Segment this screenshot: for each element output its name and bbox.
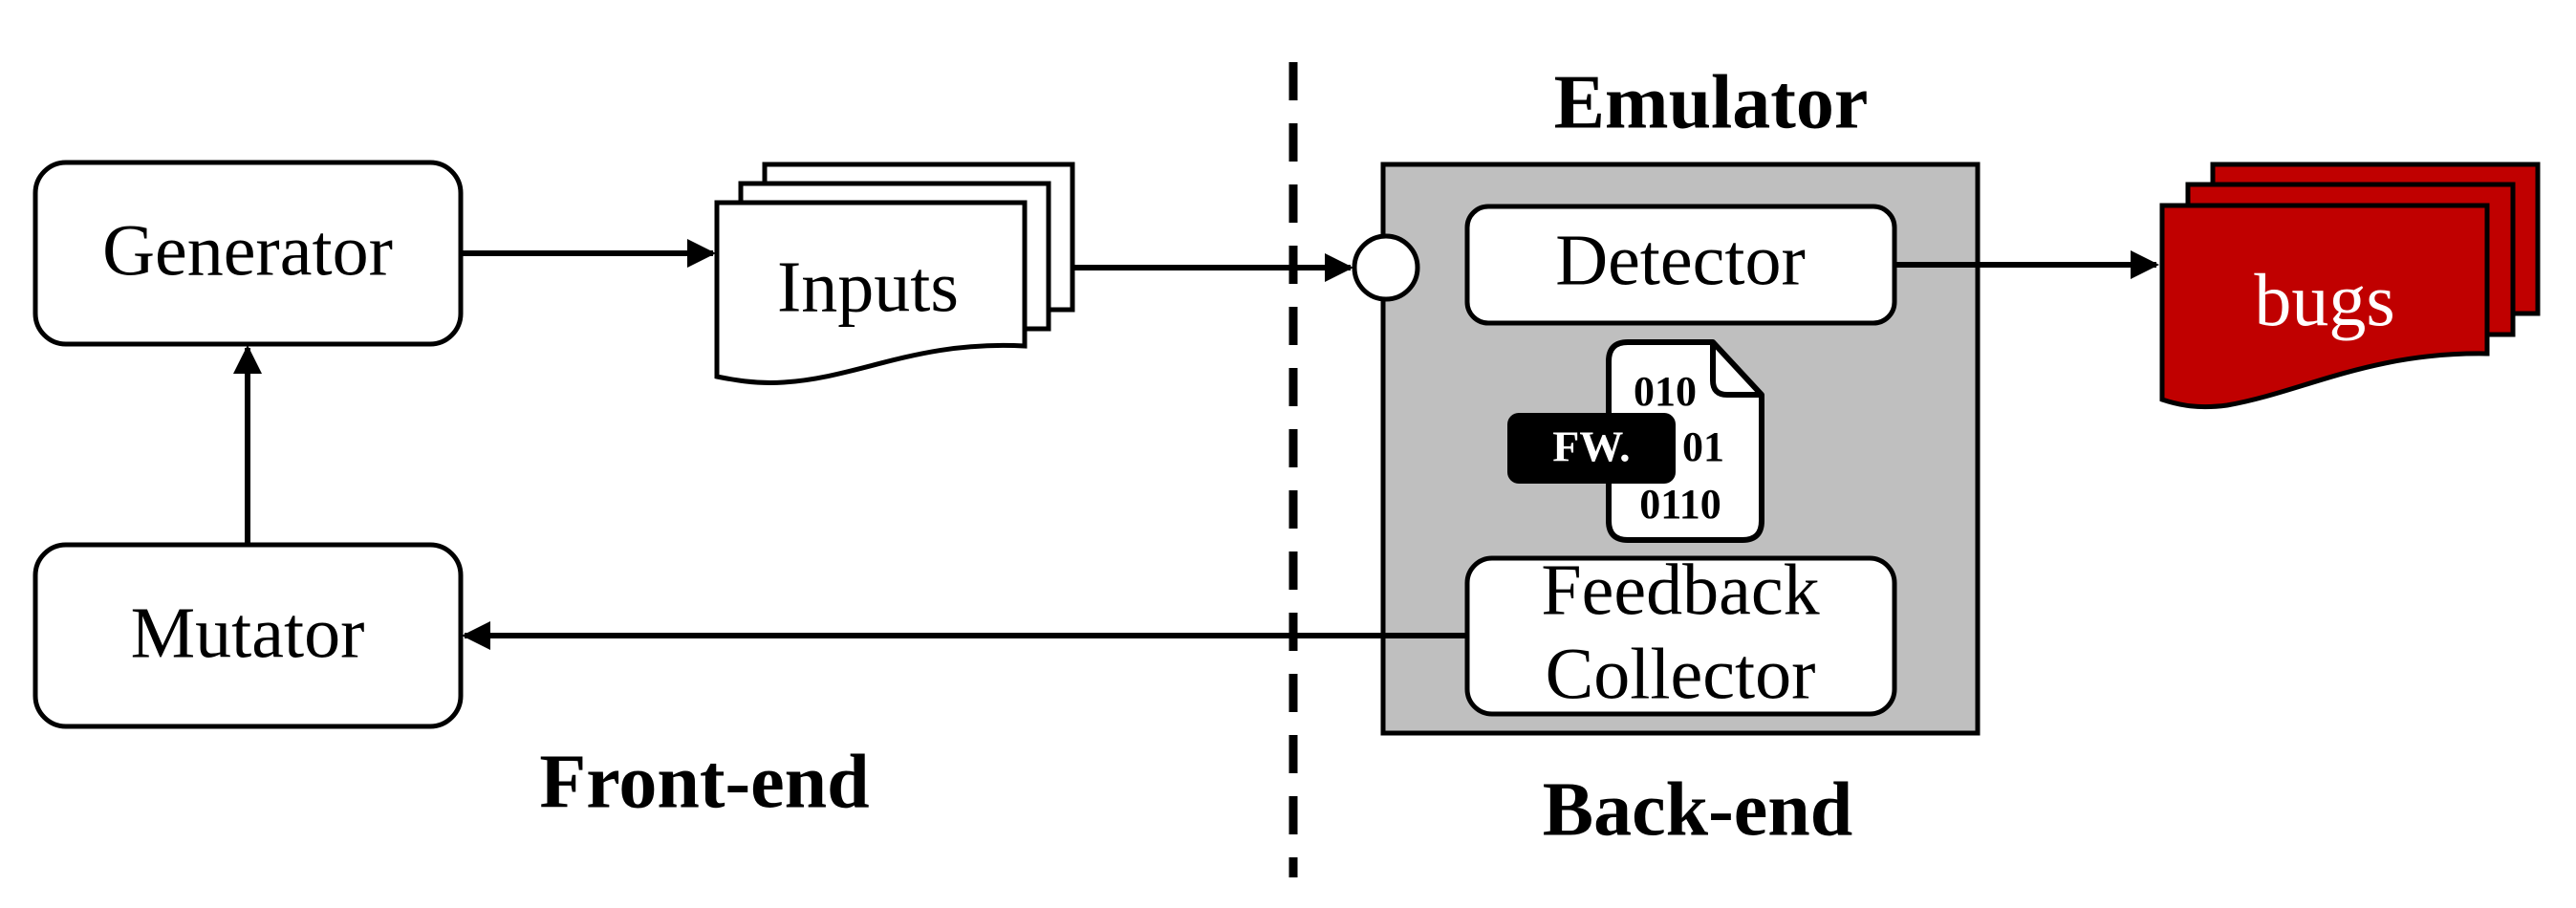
backend-title: Back-end [1543, 767, 1853, 852]
emulator-input-port [1352, 233, 1420, 302]
inputs-document-stack: Inputs [714, 162, 1075, 385]
firmware-bits-line-1: 010 [1634, 368, 1697, 415]
firmware-tag-label: FW. [1552, 422, 1630, 471]
feedback-collector-node: Feedback Collector [1464, 550, 1897, 717]
emulator-title: Emulator [1554, 60, 1869, 144]
feedback-label-line-1: Feedback [1541, 550, 1819, 630]
generator-node: Generator [32, 160, 464, 347]
firmware-file-icon: 010 01 0110 FW. [1507, 339, 1764, 543]
bugs-document-stack: bugs [2159, 162, 2541, 410]
firmware-bits-line-3: 0110 [1639, 481, 1721, 528]
frontend-title: Front-end [539, 740, 869, 824]
firmware-tag [1507, 413, 1676, 484]
detector-label: Detector [1555, 220, 1806, 300]
mutator-label: Mutator [131, 593, 365, 673]
bugs-label: bugs [2254, 258, 2394, 341]
generator-label: Generator [102, 210, 393, 291]
feedback-label-line-2: Collector [1546, 634, 1816, 714]
mutator-node: Mutator [32, 542, 464, 729]
detector-node: Detector [1464, 204, 1897, 326]
firmware-bits-line-2: 01 [1682, 423, 1724, 470]
inputs-label: Inputs [777, 247, 959, 327]
